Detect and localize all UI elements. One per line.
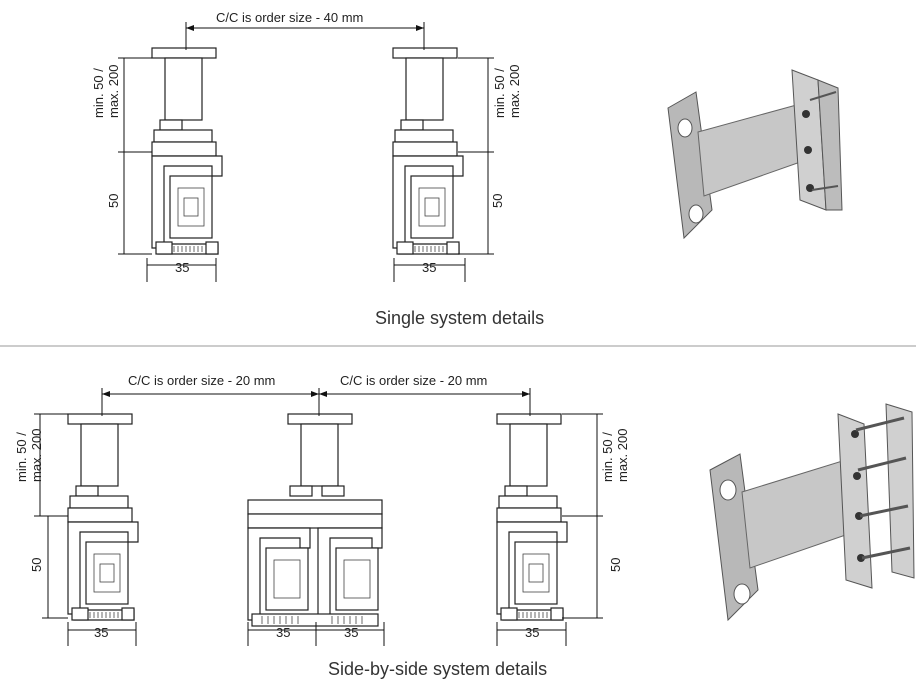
single-right-height-label-2: max. 200 xyxy=(507,65,522,118)
single-right-profile xyxy=(392,47,464,255)
double-left-height-label-1: min. 50 / xyxy=(14,432,29,482)
single-left-height-label-2: max. 200 xyxy=(106,65,121,118)
double-caption: Side-by-side system details xyxy=(328,659,547,679)
single-cc-label: C/C is order size - 40 mm xyxy=(216,10,363,25)
single-right-height-label-1: min. 50 / xyxy=(492,68,507,118)
double-center-left-width-label: 35 xyxy=(276,625,290,640)
double-left-height-label-2: max. 200 xyxy=(29,429,44,482)
single-left-profile xyxy=(151,47,223,255)
double-right-profile xyxy=(496,413,568,621)
single-right-width-label: 35 xyxy=(422,260,436,275)
double-left-width-label: 35 xyxy=(94,625,108,640)
double-center-profile xyxy=(247,413,383,627)
double-center-right-width-label: 35 xyxy=(344,625,358,640)
double-left-profile-height: 50 xyxy=(29,558,44,572)
single-left-height-label-1: min. 50 / xyxy=(91,68,106,118)
single-bracket-3d-image xyxy=(667,69,843,240)
single-caption: Single system details xyxy=(375,308,544,328)
single-left-width-label: 35 xyxy=(175,260,189,275)
double-cc-right-label: C/C is order size - 20 mm xyxy=(340,373,487,388)
double-bracket-3d-image xyxy=(709,403,915,622)
double-cc-left-label: C/C is order size - 20 mm xyxy=(128,373,275,388)
double-right-height-label-2: max. 200 xyxy=(615,429,630,482)
double-right-profile-height: 50 xyxy=(608,558,623,572)
double-right-width-label: 35 xyxy=(525,625,539,640)
single-right-profile-height: 50 xyxy=(490,194,505,208)
double-right-height-label-1: min. 50 / xyxy=(600,432,615,482)
single-left-profile-height: 50 xyxy=(106,194,121,208)
double-left-profile xyxy=(67,413,139,621)
